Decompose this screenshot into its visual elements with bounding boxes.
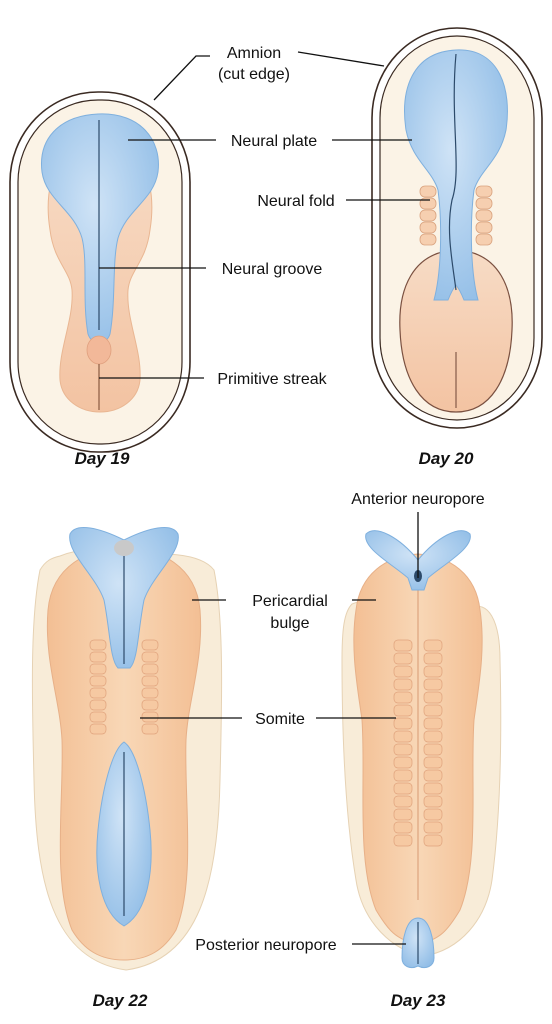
- label-posterior-neuropore: Posterior neuropore: [195, 937, 337, 954]
- label-amnion: Amnion: [227, 45, 281, 62]
- label-primitive-streak: Primitive streak: [217, 371, 327, 388]
- leader-lines: [99, 51, 430, 945]
- label-somite: Somite: [255, 711, 305, 728]
- label-pericardial: Pericardial: [252, 593, 328, 610]
- stage-label-day19: Day 19: [75, 449, 130, 468]
- labels: Amnion (cut edge) Neural plate Neural fo…: [75, 45, 485, 1010]
- day19-primitive-node: [86, 335, 112, 365]
- label-neural-plate: Neural plate: [231, 133, 317, 150]
- stage-label-day23: Day 23: [391, 991, 446, 1010]
- day20-somites: [419, 185, 493, 246]
- day23-embryo: [341, 530, 502, 969]
- day23-somites: [393, 639, 443, 847]
- day22-embryo: [31, 527, 223, 971]
- stage-label-day20: Day 20: [419, 449, 474, 468]
- day22-somites: [89, 639, 159, 735]
- stage-label-day22: Day 22: [93, 991, 148, 1010]
- label-anterior-neuropore: Anterior neuropore: [351, 491, 485, 508]
- label-amnion-cut-edge: (cut edge): [218, 66, 290, 83]
- day20-caudal-body: [399, 249, 513, 413]
- label-neural-groove: Neural groove: [222, 261, 323, 278]
- day19-embryo: [9, 91, 191, 453]
- label-pericardial-bulge: bulge: [270, 615, 309, 632]
- label-neural-fold: Neural fold: [257, 193, 334, 210]
- day20-embryo: [371, 27, 543, 429]
